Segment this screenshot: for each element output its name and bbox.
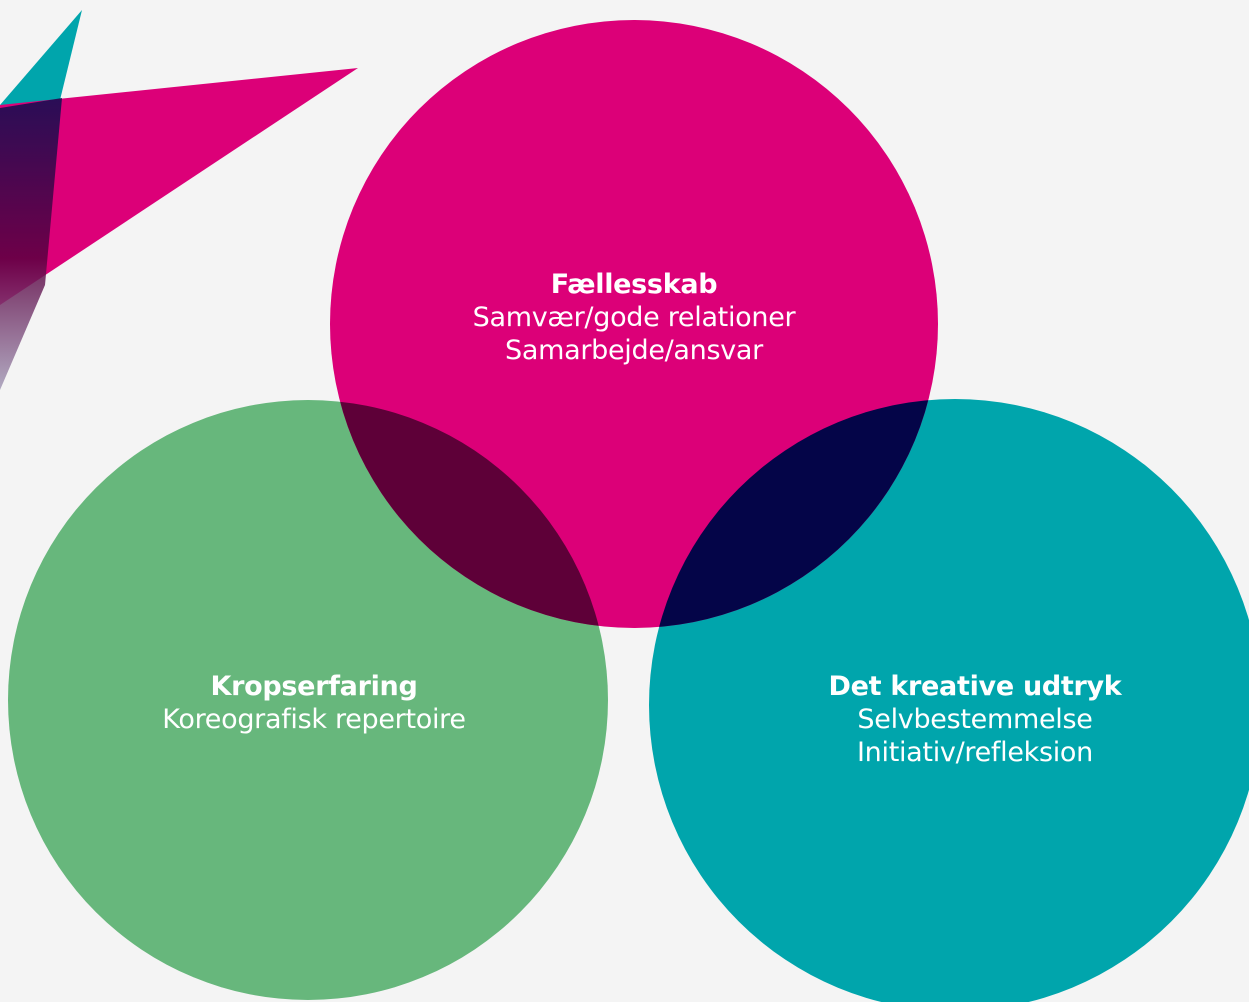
magenta-shard — [0, 68, 358, 305]
label-top: Fællesskab Samvær/gode relationer Samarb… — [434, 268, 834, 367]
label-left-title: Kropserfaring — [210, 671, 418, 702]
label-top-line-1: Samvær/gode relationer — [472, 302, 796, 333]
label-top-line-2: Samarbejde/ansvar — [505, 335, 763, 366]
label-right-line-1: Selvbestemmelse — [857, 704, 1093, 735]
overlap-top-left — [330, 400, 608, 628]
label-left-line-1: Koreografisk repertoire — [162, 704, 466, 735]
dark-shard — [0, 98, 62, 390]
label-top-title: Fællesskab — [550, 269, 718, 300]
label-right: Det kreative udtryk Selvbestemmelse Init… — [775, 670, 1175, 769]
label-right-title: Det kreative udtryk — [828, 671, 1122, 702]
decorative-shapes — [0, 10, 358, 390]
label-right-line-2: Initiativ/refleksion — [857, 737, 1093, 768]
label-left: Kropserfaring Koreografisk repertoire — [114, 670, 514, 736]
overlap-top-right — [649, 399, 938, 628]
